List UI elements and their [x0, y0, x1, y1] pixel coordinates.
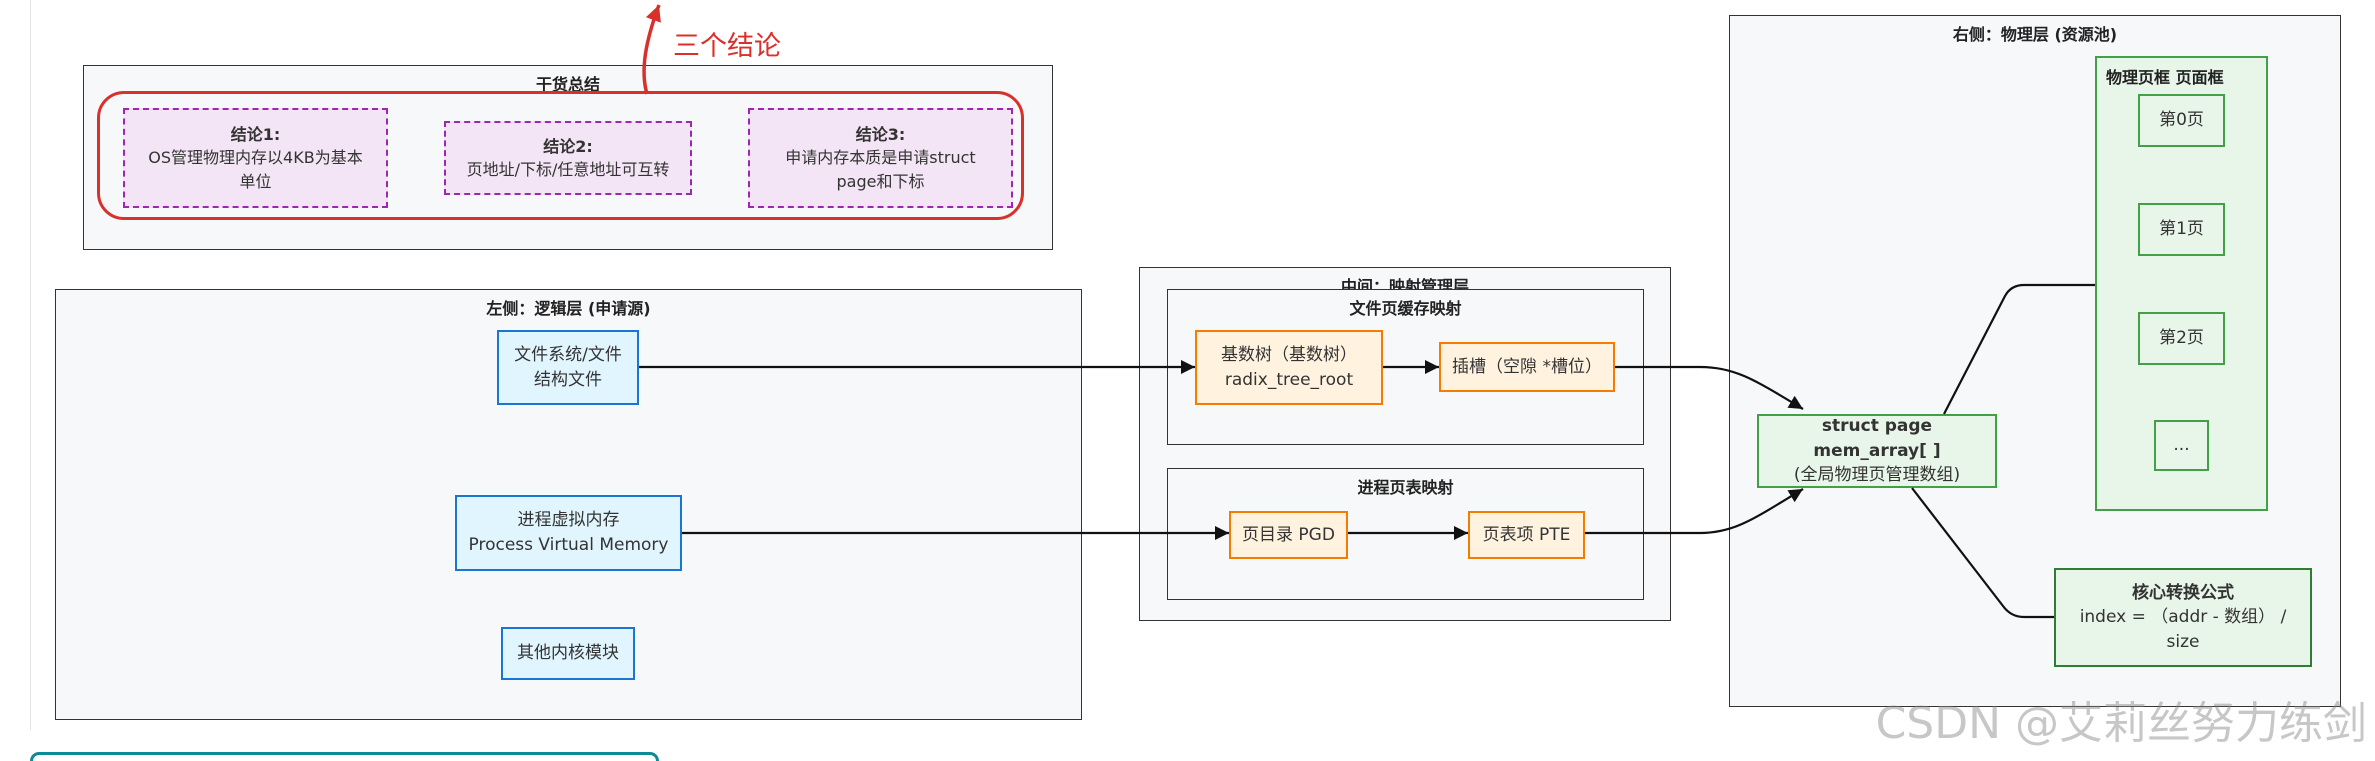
node-file-system-line-1: 文件系统/文件	[514, 344, 622, 365]
node-pgd-label: 页目录 PGD	[1242, 524, 1335, 545]
node-mem-array: struct page mem_array[ ] (全局物理页管理数组)	[1757, 414, 1997, 488]
node-pgd: 页目录 PGD	[1229, 511, 1348, 559]
summary-panel-title: 干货总结	[535, 75, 600, 94]
node-radix-tree-line-1: 基数树（基数树）	[1221, 344, 1357, 365]
page-frames-title: 物理页框 页面框	[2106, 68, 2224, 87]
watermark: CSDN @艾莉丝努力练剑	[1875, 698, 2367, 749]
conclusion-1: 结论1: OS管理物理内存以4KB为基本单位	[123, 108, 388, 208]
node-slot: 插槽（空隙 *槽位）	[1439, 342, 1615, 392]
page-frame-0: 第0页	[2138, 94, 2225, 147]
page-left-rule	[30, 0, 31, 730]
page-frame-ellipsis-label: ...	[2173, 435, 2190, 456]
node-core-formula: 核心转换公式 index = （addr - 数组） / size	[2054, 568, 2312, 667]
conclusions-highlight-frame	[97, 91, 1024, 220]
node-radix-tree-line-2: radix_tree_root	[1224, 369, 1354, 390]
node-core-formula-text: index = （addr - 数组） / size	[2079, 607, 2287, 652]
next-section-edge	[30, 752, 659, 761]
page-frame-2: 第2页	[2138, 312, 2225, 365]
conclusion-1-title: 结论1:	[230, 125, 281, 145]
page-table-mapping-title: 进程页表映射	[1357, 478, 1454, 497]
page-cache-mapping-title: 文件页缓存映射	[1349, 299, 1462, 318]
conclusion-3: 结论3: 申请内存本质是申请struct page和下标	[748, 108, 1013, 208]
conclusion-2-title: 结论2:	[543, 136, 593, 156]
node-mem-array-subtitle: (全局物理页管理数组)	[1793, 465, 1961, 486]
page-frame-2-label: 第2页	[2159, 328, 2204, 349]
node-other-kernel-modules: 其他内核模块	[501, 627, 635, 680]
node-mem-array-title: struct page mem_array[ ]	[1813, 416, 1941, 461]
node-radix-tree: 基数树（基数树） radix_tree_root	[1195, 330, 1383, 405]
page-frame-1: 第1页	[2138, 203, 2225, 256]
node-process-vm-line-1: 进程虚拟内存	[517, 510, 620, 531]
node-process-virtual-memory: 进程虚拟内存 Process Virtual Memory	[455, 495, 682, 571]
node-other-kernel-modules-label: 其他内核模块	[517, 643, 619, 664]
node-pte-label: 页表项 PTE	[1482, 524, 1571, 545]
node-pte: 页表项 PTE	[1468, 511, 1585, 559]
conclusion-1-text: OS管理物理内存以4KB为基本单位	[148, 148, 363, 191]
page-frame-ellipsis: ...	[2154, 420, 2209, 471]
node-core-formula-title: 核心转换公式	[2132, 582, 2234, 603]
conclusion-2: 结论2: 页地址/下标/任意地址可互转	[444, 121, 692, 195]
node-file-system-line-2: 结构文件	[534, 369, 602, 390]
page-frame-1-label: 第1页	[2159, 219, 2204, 240]
node-file-system: 文件系统/文件 结构文件	[497, 330, 639, 405]
page-frame-0-label: 第0页	[2159, 110, 2204, 131]
node-process-vm-line-2: Process Virtual Memory	[468, 535, 669, 555]
annotation-label: 三个结论	[673, 31, 781, 62]
left-layer-title: 左侧：逻辑层 (申请源)	[486, 299, 651, 318]
right-layer-title: 右侧：物理层 (资源池)	[1952, 25, 2118, 44]
conclusion-3-title: 结论3:	[855, 125, 906, 145]
conclusion-2-text: 页地址/下标/任意地址可互转	[466, 160, 670, 179]
conclusion-3-text: 申请内存本质是申请struct page和下标	[785, 148, 976, 191]
node-slot-label: 插槽（空隙 *槽位）	[1452, 356, 1602, 377]
